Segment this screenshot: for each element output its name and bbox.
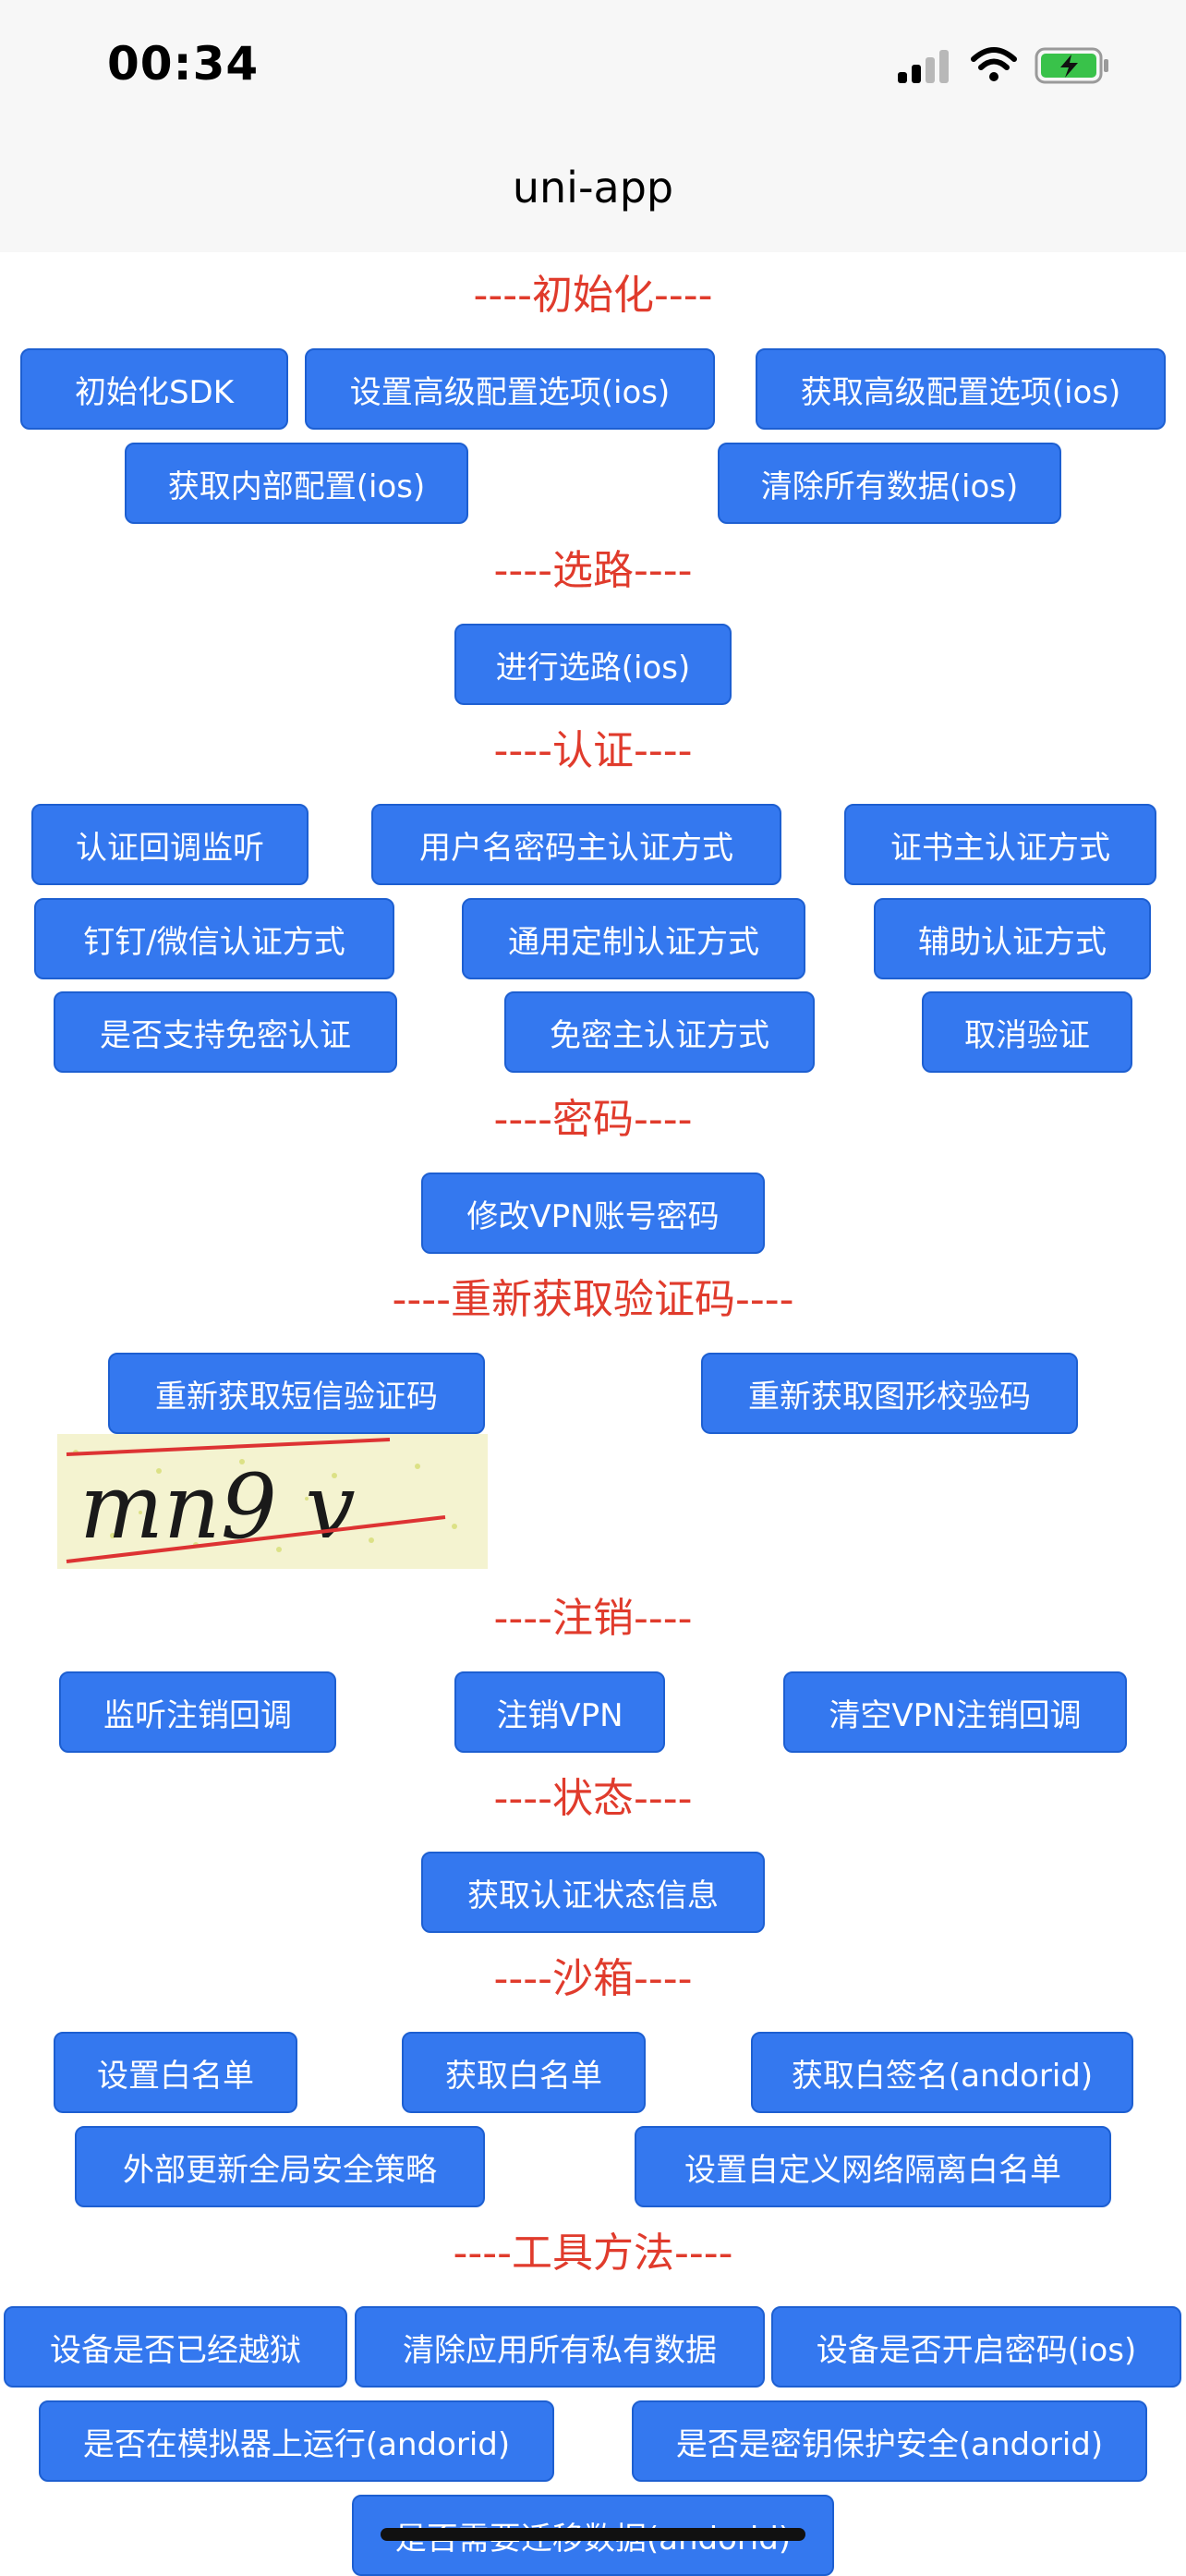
section-title-captcha: ----重新获取验证码---- — [392, 1276, 794, 1323]
auth-callback-listen-button[interactable]: 认证回调监听 — [31, 804, 309, 885]
get-white-signature-button[interactable]: 获取白签名(andorid) — [751, 2032, 1133, 2113]
passcode-enabled-button[interactable]: 设备是否开启密码(ios) — [771, 2306, 1181, 2388]
page-title: uni-app — [512, 163, 674, 213]
cancel-verify-button[interactable]: 取消验证 — [922, 991, 1132, 1073]
run-on-emulator-button[interactable]: 是否在模拟器上运行(andorid) — [39, 2400, 554, 2482]
section-title-init: ----初始化---- — [473, 272, 713, 319]
navigation-bar — [0, 125, 1186, 252]
clear-all-data-button[interactable]: 清除所有数据(ios) — [718, 443, 1061, 524]
change-vpn-password-button[interactable]: 修改VPN账号密码 — [421, 1173, 765, 1254]
section-title-sandbox: ----沙箱---- — [493, 1955, 693, 2002]
captcha-text: mn9 v — [79, 1455, 356, 1559]
get-whitelist-button[interactable]: 获取白名单 — [402, 2032, 646, 2113]
get-internal-config-button[interactable]: 获取内部配置(ios) — [125, 443, 468, 524]
section-title-logout: ----注销---- — [493, 1595, 693, 1642]
section-title-route: ----选路---- — [493, 547, 693, 594]
clear-private-data-button[interactable]: 清除应用所有私有数据 — [355, 2306, 765, 2388]
select-route-button[interactable]: 进行选路(ios) — [454, 624, 732, 705]
certificate-auth-button[interactable]: 证书主认证方式 — [844, 804, 1156, 885]
home-indicator[interactable] — [381, 2528, 805, 2541]
get-advanced-config-button[interactable]: 获取高级配置选项(ios) — [756, 348, 1166, 430]
passwordless-auth-button[interactable]: 免密主认证方式 — [504, 991, 815, 1073]
logout-vpn-button[interactable]: 注销VPN — [454, 1671, 665, 1753]
status-time: 00:34 — [107, 37, 260, 91]
listen-logout-callback-button[interactable]: 监听注销回调 — [59, 1671, 336, 1753]
set-advanced-config-button[interactable]: 设置高级配置选项(ios) — [305, 348, 715, 430]
set-whitelist-button[interactable]: 设置白名单 — [54, 2032, 297, 2113]
section-title-password: ----密码---- — [493, 1096, 693, 1143]
captcha-image[interactable]: mn9 v — [57, 1434, 488, 1569]
section-title-tools: ----工具方法---- — [453, 2230, 733, 2277]
set-network-isolation-whitelist-button[interactable]: 设置自定义网络隔离白名单 — [635, 2126, 1111, 2207]
battery-charging-icon — [1035, 47, 1108, 84]
wifi-icon — [971, 47, 1017, 81]
update-security-policy-button[interactable]: 外部更新全局安全策略 — [75, 2126, 485, 2207]
init-sdk-button[interactable]: 初始化SDK — [20, 348, 288, 430]
supports-passwordless-button[interactable]: 是否支持免密认证 — [54, 991, 397, 1073]
username-password-auth-button[interactable]: 用户名密码主认证方式 — [371, 804, 781, 885]
section-title-auth: ----认证---- — [493, 727, 693, 774]
get-auth-state-button[interactable]: 获取认证状态信息 — [421, 1852, 765, 1933]
resend-graphic-code-button[interactable]: 重新获取图形校验码 — [701, 1353, 1078, 1434]
dingtalk-wechat-auth-button[interactable]: 钉钉/微信认证方式 — [34, 898, 394, 979]
custom-auth-button[interactable]: 通用定制认证方式 — [462, 898, 805, 979]
key-protection-safe-button[interactable]: 是否是密钥保护安全(andorid) — [632, 2400, 1147, 2482]
cellular-signal-icon — [898, 50, 951, 83]
clear-logout-callback-button[interactable]: 清空VPN注销回调 — [783, 1671, 1127, 1753]
resend-sms-code-button[interactable]: 重新获取短信验证码 — [108, 1353, 485, 1434]
section-title-state: ----状态---- — [493, 1775, 693, 1822]
is-jailbroken-button[interactable]: 设备是否已经越狱 — [4, 2306, 347, 2388]
auxiliary-auth-button[interactable]: 辅助认证方式 — [874, 898, 1151, 979]
